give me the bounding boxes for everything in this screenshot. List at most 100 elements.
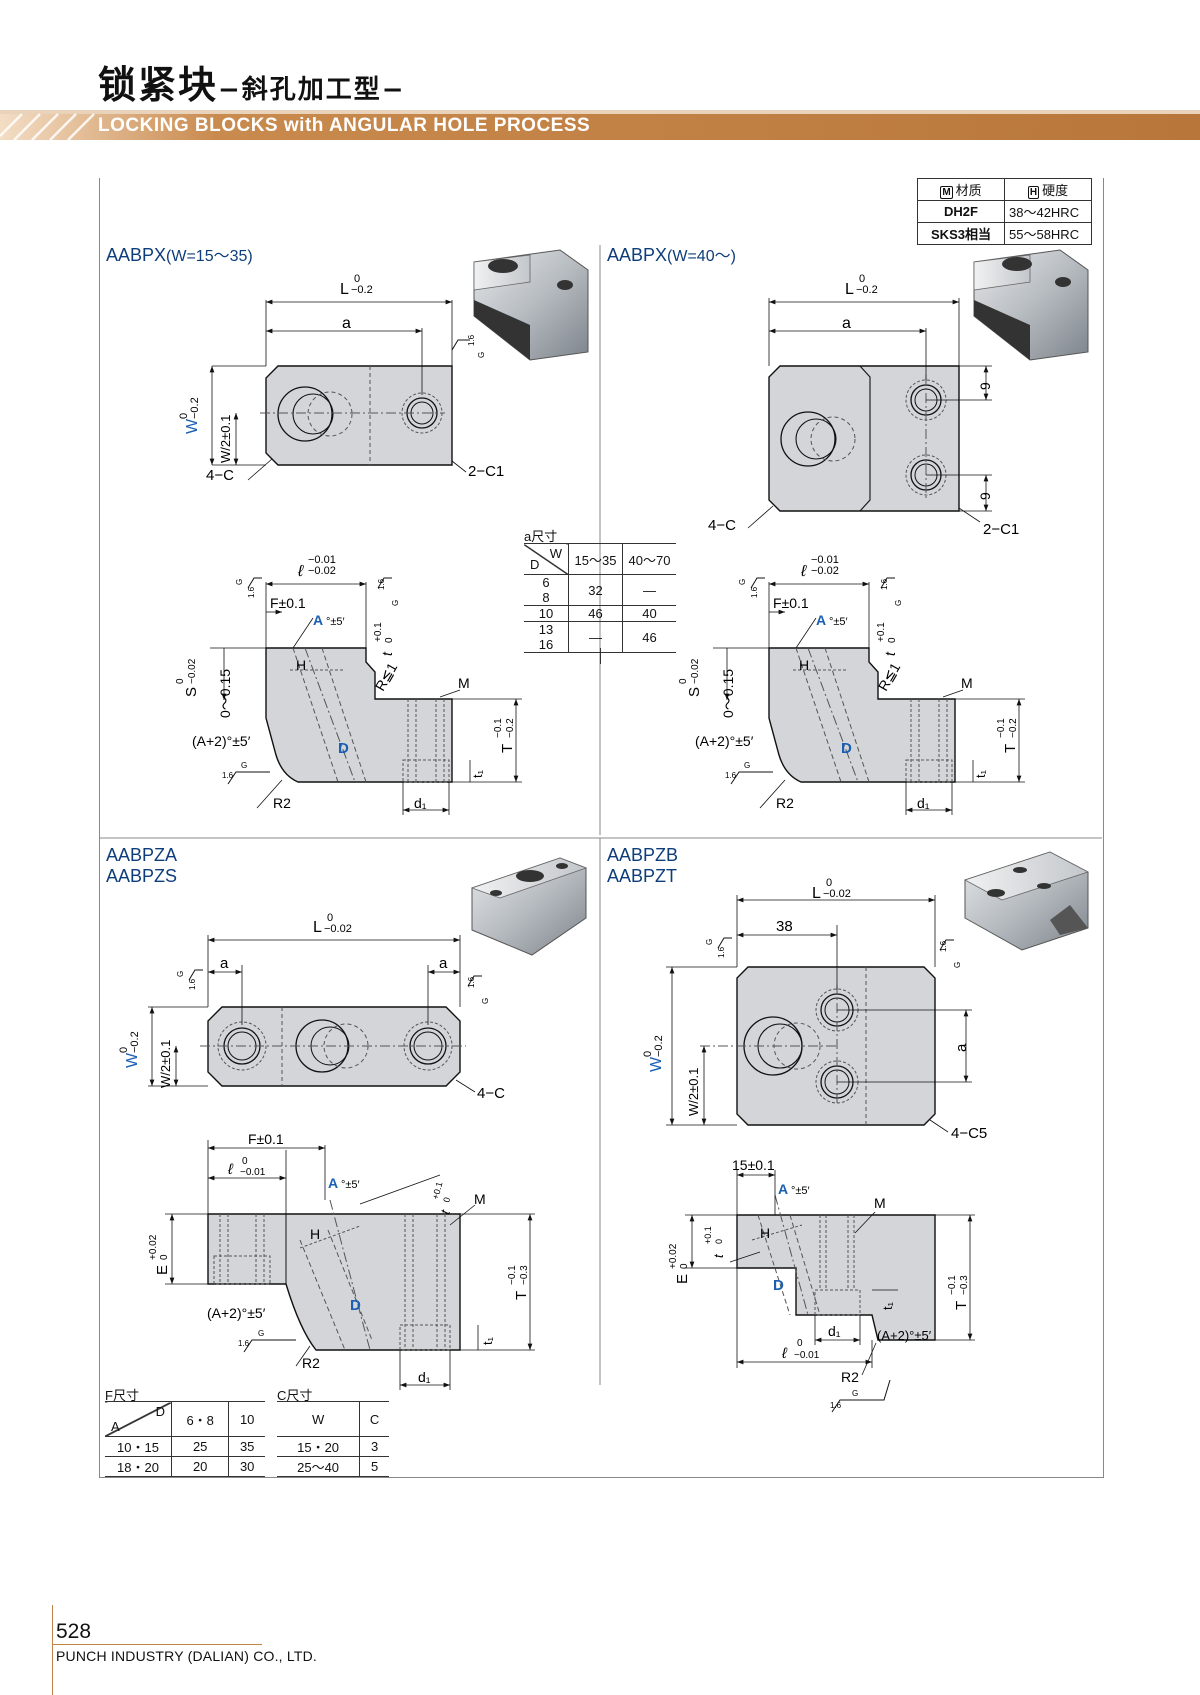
table-row: 18・20 20 30 bbox=[105, 1456, 265, 1477]
svg-text:1.6: 1.6 bbox=[717, 946, 726, 958]
svg-text:G: G bbox=[744, 761, 750, 770]
section-label-aabpx-small: AABPX(W=15～35) bbox=[106, 245, 253, 265]
svg-text:T: T bbox=[1002, 744, 1019, 753]
svg-text:R≦1: R≦1 bbox=[372, 660, 401, 694]
svg-text:G: G bbox=[953, 962, 962, 968]
svg-text:−0.2: −0.2 bbox=[351, 284, 373, 296]
drawing-aabpx-large: L 0 −0.2 a 9 9 4−C 2−C1 ℓ −0.01 −0.02 bbox=[678, 249, 1089, 815]
svg-text:W: W bbox=[124, 1052, 141, 1068]
svg-text:0: 0 bbox=[826, 877, 832, 889]
svg-text:1.6: 1.6 bbox=[222, 771, 234, 780]
content-frame bbox=[99, 178, 1104, 1478]
svg-text:−0.2: −0.2 bbox=[1008, 718, 1019, 738]
svg-text:G: G bbox=[391, 600, 400, 606]
svg-text:−0.1: −0.1 bbox=[996, 718, 1007, 738]
svg-text:°±5′: °±5′ bbox=[341, 1179, 360, 1191]
svg-text:G: G bbox=[477, 352, 486, 358]
svg-text:L: L bbox=[845, 281, 854, 298]
svg-text:−0.02: −0.02 bbox=[308, 565, 336, 577]
svg-text:E: E bbox=[154, 1265, 171, 1275]
svg-text:G: G bbox=[258, 1329, 264, 1338]
svg-text:ℓ: ℓ bbox=[227, 1161, 234, 1178]
svg-text:L: L bbox=[812, 885, 821, 902]
svg-text:F±0.1: F±0.1 bbox=[773, 595, 809, 611]
svg-text:a: a bbox=[220, 955, 229, 972]
svg-text:−0.2: −0.2 bbox=[505, 718, 516, 738]
svg-text:M: M bbox=[474, 1191, 486, 1207]
a-table-corner: W D bbox=[524, 543, 569, 575]
drawing-aabpzb: L 0 −0.02 38 a W 0 −0.2 W/2±0.1 4−C5 1.6… bbox=[642, 851, 1090, 1413]
table-row: 15・20 3 bbox=[277, 1436, 389, 1457]
svg-text:−0.02: −0.02 bbox=[187, 658, 198, 684]
svg-text:−0.2: −0.2 bbox=[856, 284, 878, 296]
svg-text:(A+2)°±5′: (A+2)°±5′ bbox=[207, 1305, 266, 1321]
svg-text:W/2±0.1: W/2±0.1 bbox=[158, 1040, 173, 1088]
title-banner bbox=[0, 110, 1200, 140]
svg-text:+0.02: +0.02 bbox=[668, 1243, 679, 1269]
svg-text:d₁: d₁ bbox=[828, 1323, 841, 1339]
svg-text:+0.1: +0.1 bbox=[373, 622, 384, 642]
svg-text:(A+2)°±5′: (A+2)°±5′ bbox=[192, 733, 251, 749]
svg-text:0: 0 bbox=[175, 678, 186, 684]
svg-text:R≦1: R≦1 bbox=[875, 660, 904, 694]
svg-text:H: H bbox=[760, 1225, 770, 1241]
svg-text:W/2±0.1: W/2±0.1 bbox=[686, 1068, 701, 1116]
table-row: 13 — 46 bbox=[524, 621, 676, 653]
svg-text:R2: R2 bbox=[841, 1369, 859, 1385]
svg-text:0: 0 bbox=[859, 273, 865, 285]
svg-text:−0.02: −0.02 bbox=[823, 888, 851, 900]
svg-text:+0.02: +0.02 bbox=[148, 1234, 159, 1260]
section-label-aabpx-large: AABPX(W=40～) bbox=[607, 245, 736, 265]
svg-text:T: T bbox=[513, 1291, 530, 1300]
title-english: LOCKING BLOCKS with ANGULAR HOLE PROCESS bbox=[98, 115, 591, 136]
svg-text:(A+2)°±5′: (A+2)°±5′ bbox=[877, 1328, 932, 1343]
svg-text:−0.01: −0.01 bbox=[308, 554, 336, 566]
svg-text:G: G bbox=[852, 1389, 858, 1398]
svg-text:M: M bbox=[874, 1195, 886, 1211]
footer-rule-horizontal bbox=[52, 1644, 262, 1645]
product-photo bbox=[973, 249, 1089, 361]
svg-text:t: t bbox=[711, 1253, 726, 1258]
table-row: 6 32 — bbox=[524, 574, 676, 606]
svg-text:0: 0 bbox=[118, 1047, 130, 1053]
svg-text:S: S bbox=[686, 687, 703, 697]
svg-text:d₁: d₁ bbox=[414, 795, 427, 811]
svg-text:0: 0 bbox=[797, 1338, 803, 1349]
svg-text:0: 0 bbox=[714, 1239, 724, 1244]
svg-text:t: t bbox=[882, 651, 898, 656]
svg-text:0: 0 bbox=[887, 637, 898, 643]
svg-text:−0.01: −0.01 bbox=[811, 554, 839, 566]
svg-text:1.6: 1.6 bbox=[377, 578, 386, 590]
page-title: 锁紧块−斜孔加工型− bbox=[98, 63, 406, 107]
svg-text:D: D bbox=[350, 1297, 361, 1314]
svg-text:−0.01: −0.01 bbox=[240, 1167, 266, 1178]
hardness-mark-icon: H bbox=[1027, 186, 1040, 199]
svg-text:2−C1: 2−C1 bbox=[468, 463, 504, 480]
svg-text:°±5′: °±5′ bbox=[326, 616, 345, 628]
svg-text:°±5′: °±5′ bbox=[791, 1185, 810, 1197]
svg-text:4−C: 4−C bbox=[206, 467, 234, 484]
svg-text:E: E bbox=[674, 1274, 691, 1284]
svg-text:0: 0 bbox=[178, 413, 190, 419]
svg-text:+0.1: +0.1 bbox=[876, 622, 887, 642]
svg-text:ℓ: ℓ bbox=[297, 563, 304, 580]
svg-text:−0.1: −0.1 bbox=[493, 718, 504, 738]
svg-text:G: G bbox=[235, 579, 244, 585]
table-row: SKS3相当 55～58HRC bbox=[917, 222, 1092, 245]
svg-text:9: 9 bbox=[977, 382, 993, 390]
svg-text:0～0.15: 0～0.15 bbox=[720, 669, 736, 718]
svg-text:A: A bbox=[328, 1175, 338, 1191]
svg-text:1.6: 1.6 bbox=[247, 586, 256, 598]
product-photo bbox=[473, 249, 589, 361]
svg-text:a: a bbox=[842, 315, 851, 332]
svg-text:0: 0 bbox=[159, 1254, 170, 1260]
svg-text:1.6: 1.6 bbox=[880, 578, 889, 590]
svg-text:R2: R2 bbox=[273, 795, 291, 811]
svg-text:t₁: t₁ bbox=[480, 1336, 495, 1345]
f-table-title: F尺寸 bbox=[105, 1388, 139, 1403]
svg-text:+0.1: +0.1 bbox=[430, 1181, 444, 1201]
svg-text:−0.3: −0.3 bbox=[519, 1265, 530, 1285]
svg-text:°±5′: °±5′ bbox=[829, 616, 848, 628]
